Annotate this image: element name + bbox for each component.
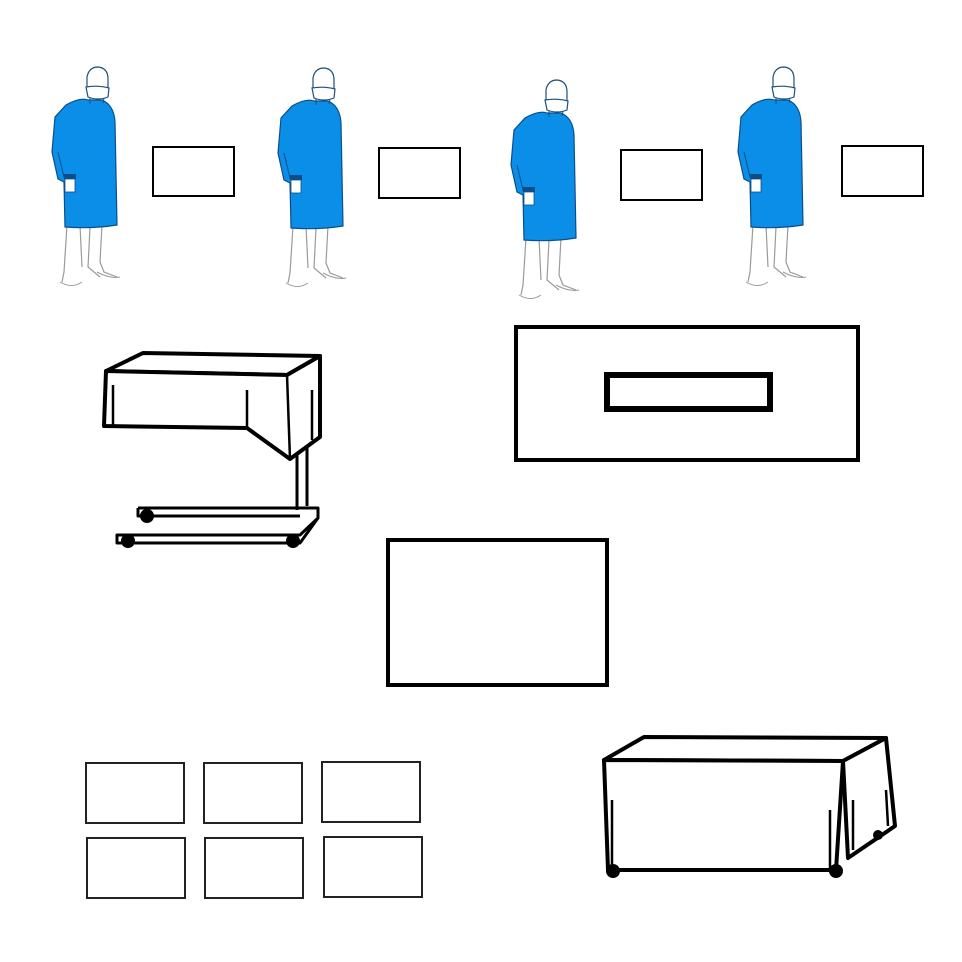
small-panel-1 (85, 762, 185, 824)
staff-panel-3 (620, 149, 703, 201)
wheel (873, 830, 883, 840)
operating-table (514, 325, 860, 462)
wheel (121, 534, 135, 548)
staff-member-1 (51, 66, 121, 287)
overbed-table (102, 351, 322, 548)
wheel (606, 864, 620, 878)
staff-panel-2 (378, 147, 461, 199)
staff-member-4 (737, 66, 807, 287)
small-panel-4 (86, 837, 186, 899)
small-panel-2 (203, 762, 303, 824)
staff-member-3 (510, 79, 580, 300)
wheel (286, 534, 300, 548)
wheel (140, 509, 154, 523)
center-table (386, 538, 609, 687)
small-panel-6 (323, 836, 423, 898)
staff-panel-1 (152, 146, 235, 197)
wheel (829, 864, 843, 878)
operating-table-patient-area (604, 372, 773, 412)
small-panel-5 (204, 837, 304, 899)
staff-member-2 (277, 67, 347, 288)
small-panel-3 (321, 761, 421, 823)
staff-panel-4 (841, 145, 924, 197)
instrument-table (602, 735, 897, 878)
